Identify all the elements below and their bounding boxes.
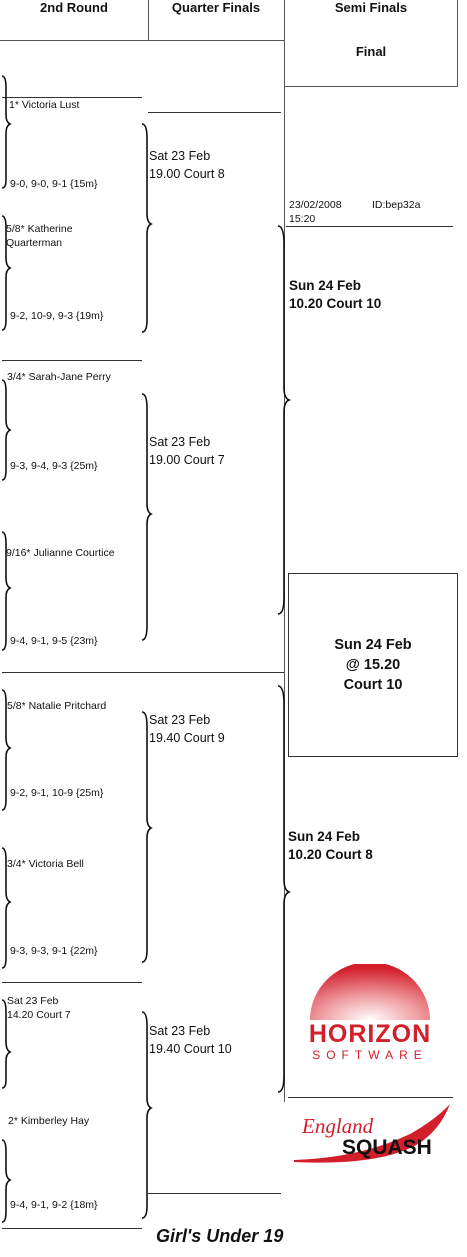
final-date: Sun 24 Feb: [334, 637, 412, 653]
score-r2-3: 9-3, 9-4, 9-3 {25m}: [10, 460, 98, 472]
sf-match-1: Sun 24 Feb 10.20 Court 10: [289, 277, 381, 313]
qf-match-1-date: Sat 23 Feb: [149, 149, 211, 163]
final-court: Court 10: [343, 677, 403, 693]
brackets-r2: [1, 75, 12, 1223]
horizon-wordmark: HORIZON: [308, 1020, 432, 1048]
qf-match-3-date: Sat 23 Feb: [149, 713, 211, 727]
qf-match-2: Sat 23 Feb 19.00 Court 7: [149, 433, 225, 469]
divider-sf-meta: [286, 226, 453, 227]
player-r2-6: 3/4* Victoria Bell: [7, 858, 84, 870]
divider-r2-1: [2, 97, 142, 98]
print-id: ID:bep32a: [372, 199, 421, 211]
player-r2-7: Sat 23 Feb 14.20 Court 7: [7, 994, 71, 1022]
header-2nd-round: 2nd Round: [0, 0, 149, 41]
header-semi-finals: Semi Finals Final: [284, 0, 458, 87]
header-quarter-finals-label: Quarter Finals: [171, 0, 261, 15]
horizon-logo: HORIZON SOFTWARE: [300, 964, 440, 1064]
sf-match-2-court: 10.20 Court 8: [288, 847, 373, 862]
header-2nd-round-label: 2nd Round: [40, 0, 108, 15]
player-r2-3: 3/4* Sarah-Jane Perry: [7, 371, 111, 383]
divider-logos: [288, 1097, 453, 1098]
player-r2-7-line1: Sat 23 Feb: [7, 995, 59, 1007]
divider-qf-1: [148, 112, 281, 113]
qf-match-2-date: Sat 23 Feb: [149, 435, 211, 449]
score-r2-6: 9-3, 9-3, 9-1 {22m}: [10, 945, 98, 957]
qf-match-4-court: 19.40 Court 10: [149, 1042, 232, 1056]
score-r2-8: 9-4, 9-1, 9-2 {18m}: [10, 1199, 98, 1211]
header-semi-finals-label: Semi Finals: [334, 0, 408, 15]
england-wordmark: England: [302, 1114, 374, 1138]
sf-match-1-court: 10.20 Court 10: [289, 296, 382, 311]
sf-match-1-date: Sun 24 Feb: [289, 278, 362, 293]
player-r2-8: 2* Kimberley Hay: [8, 1115, 90, 1127]
print-time: 15:20: [289, 213, 316, 225]
england-squash-logo: England SQUASH: [290, 1100, 452, 1170]
player-r2-7-line2: 14.20 Court 7: [7, 1009, 71, 1021]
print-meta: 23/02/2008 ID:bep32a 15:20: [289, 198, 453, 226]
horizon-sun-icon: [310, 964, 430, 1020]
final-box: Sun 24 Feb @ 15.20 Court 10: [288, 573, 458, 757]
qf-match-4-date: Sat 23 Feb: [149, 1024, 211, 1038]
brackets-sf: [277, 225, 292, 1093]
event-title: Girl's Under 19: [156, 1226, 284, 1246]
header-quarter-finals: Quarter Finals: [148, 0, 285, 41]
score-r2-5: 9-2, 9-1, 10-9 {25m}: [10, 787, 104, 799]
divider-r2-4: [2, 982, 142, 983]
score-r2-4: 9-4, 9-1, 9-5 {23m}: [10, 635, 98, 647]
player-r2-5: 5/8* Natalie Pritchard: [7, 700, 107, 712]
sf-match-2: Sun 24 Feb 10.20 Court 8: [288, 828, 373, 864]
qf-match-3-court: 19.40 Court 9: [149, 731, 225, 745]
score-r2-2: 9-2, 10-9, 9-3 {19m}: [10, 310, 104, 322]
divider-qf-2: [148, 1193, 281, 1194]
divider-r2-3: [2, 672, 284, 673]
print-date: 23/02/2008: [289, 199, 342, 211]
horizon-subtitle: SOFTWARE: [312, 1048, 428, 1062]
england-squash-swoosh-icon: [294, 1104, 450, 1163]
player-r2-1: 1* Victoria Lust: [9, 99, 80, 111]
header-final-label: Final: [355, 44, 387, 59]
final-time: @ 15.20: [345, 657, 401, 673]
sf-match-2-date: Sun 24 Feb: [288, 829, 361, 844]
qf-match-4: Sat 23 Feb 19.40 Court 10: [149, 1022, 232, 1058]
player-r2-4: 9/16* Julianne Courtice: [6, 547, 115, 559]
qf-match-1-court: 19.00 Court 8: [149, 167, 225, 181]
brackets-qf: [141, 123, 153, 1219]
qf-match-3: Sat 23 Feb 19.40 Court 9: [149, 711, 225, 747]
qf-match-2-court: 19.00 Court 7: [149, 453, 225, 467]
squash-wordmark: SQUASH: [342, 1136, 432, 1159]
qf-match-1: Sat 23 Feb 19.00 Court 8: [149, 147, 225, 183]
player-r2-2: 5/8* Katherine Quarterman: [6, 223, 73, 249]
score-r2-1: 9-0, 9-0, 9-1 {15m}: [10, 178, 98, 190]
divider-r2-5: [2, 1228, 142, 1229]
divider-r2-2: [2, 360, 142, 361]
